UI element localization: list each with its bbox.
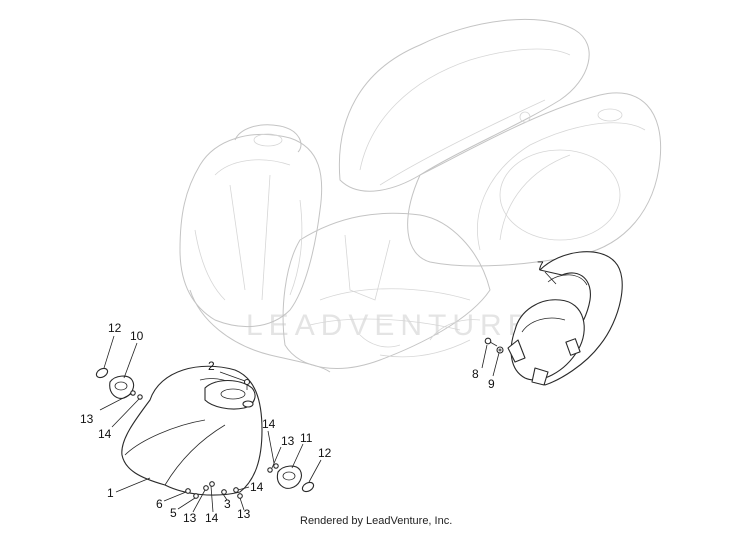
callout-14-lower: 14: [205, 511, 219, 525]
callout-12-left: 12: [108, 321, 122, 335]
callout-9: 9: [488, 377, 495, 391]
callout-8: 8: [472, 367, 479, 381]
footer-credit: Rendered by LeadVenture, Inc.: [300, 515, 453, 527]
callout-14-right: 14: [262, 417, 276, 431]
callout-11: 11: [300, 431, 313, 445]
callouts: 12 10 2 13 14 1 14 13 11 12 14 6 5 13 14…: [80, 259, 544, 525]
callout-13-right: 13: [281, 434, 295, 448]
part-13-nut-left: [130, 390, 136, 396]
callout-2: 2: [208, 359, 215, 373]
part-1-front-mudguard: [121, 365, 263, 496]
part-11-trim-clip: [276, 465, 302, 489]
callout-7: 7: [537, 259, 544, 273]
part-13-nut-lower: [203, 485, 209, 491]
watermark: LEADVENTURE: [246, 309, 534, 342]
part-14-washer-left: [137, 394, 143, 400]
callout-13-left: 13: [80, 412, 94, 426]
part-12-cap-left: [95, 367, 109, 379]
part-6-screw: [185, 488, 191, 494]
part-5-screw: [193, 493, 199, 499]
part-8-screw: [484, 337, 498, 347]
part-7-rear-mudguard: [507, 251, 623, 386]
part-14-washer-lower: [209, 481, 215, 487]
callout-1: 1: [107, 486, 114, 500]
part-10-trim-clip: [109, 375, 135, 399]
callout-12-right: 12: [318, 446, 332, 460]
part-13-nut-lower-right: [237, 493, 243, 499]
callout-13-lower: 13: [183, 511, 197, 525]
callout-10: 10: [130, 329, 144, 343]
leader-lines: [99, 271, 557, 513]
part-3-screw: [221, 489, 227, 495]
callout-14-lower-right: 14: [250, 480, 264, 494]
callout-13-lower-right: 13: [237, 507, 251, 521]
callout-14-left: 14: [98, 427, 112, 441]
part-14-washer-lower-right: [233, 487, 239, 493]
part-13-nut-right: [267, 467, 273, 473]
part-14-washer-right: [273, 463, 279, 469]
part-9-washer: [496, 346, 504, 354]
callout-6: 6: [156, 497, 163, 511]
callout-3: 3: [224, 497, 231, 511]
part-2-screw: [243, 378, 251, 390]
part-12-cap-right: [301, 481, 315, 493]
scooter-body-outline: [179, 18, 662, 373]
callout-5: 5: [170, 506, 177, 520]
